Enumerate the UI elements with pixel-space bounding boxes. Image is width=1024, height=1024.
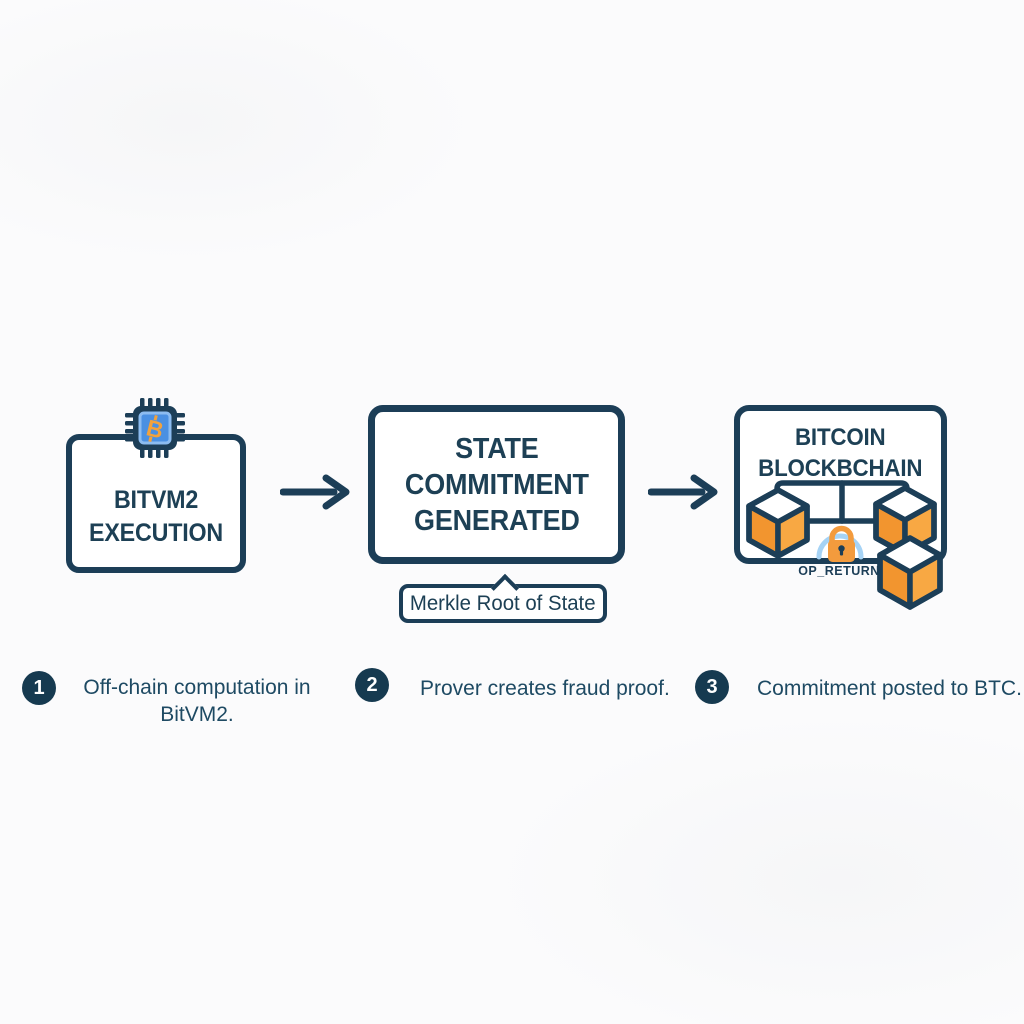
bitcoin-chip-icon: B — [123, 396, 187, 460]
svg-text:B: B — [144, 414, 166, 443]
callout-text: Merkle Root of State — [410, 591, 596, 615]
node1-title-line2: EXECUTION — [89, 518, 223, 547]
step-3-badge: 3 — [695, 670, 729, 704]
node2-title-line3: GENERATED — [413, 504, 580, 537]
step-2-text: Prover creates fraud proof. — [420, 677, 670, 700]
arrow-right-icon — [647, 474, 720, 510]
node3-title-line1: BITCOIN — [795, 424, 886, 451]
cube-icon — [877, 535, 943, 610]
step-2-badge: 2 — [355, 668, 389, 702]
node1-title-line1: BITVM2 — [113, 485, 199, 514]
node2-title-line1: STATE — [454, 432, 539, 465]
node3-title-line2: BLOCKBCHAIN — [758, 455, 923, 482]
node1-title: BITVM2 EXECUTION — [89, 484, 223, 550]
node3-title: BITCOIN BLOCKBCHAIN — [758, 422, 922, 484]
chip-die — [138, 411, 172, 445]
node2-title-line2: COMMITMENT — [404, 468, 589, 501]
step-2: 2 Prover creates fraud proof. — [355, 668, 670, 702]
bitcoin-icon: B — [144, 414, 166, 443]
arrow-right-icon — [279, 474, 352, 510]
node2-title: STATE COMMITMENT GENERATED — [405, 431, 589, 539]
step-1-text-line1: Off-chain computation in — [83, 676, 311, 699]
node-state-commitment: STATE COMMITMENT GENERATED — [368, 405, 625, 564]
step-3-text: Commitment posted to BTC. — [757, 677, 1022, 700]
blockchain-graphic: OP_RETURN — [734, 450, 966, 620]
step-1: 1 Off-chain computation in BitVM2. — [22, 671, 318, 728]
op-return-label: OP_RETURN — [798, 564, 880, 578]
step-1-text-line2: BitVM2. — [160, 703, 234, 726]
step-1-text: Off-chain computation in BitVM2. — [76, 674, 318, 728]
step-3: 3 Commitment posted to BTC. — [695, 670, 1022, 704]
step-1-badge: 1 — [22, 671, 56, 705]
cube-icon — [873, 485, 937, 557]
merkle-root-callout: Merkle Root of State — [399, 573, 607, 623]
lock-icon — [816, 525, 864, 562]
cube-icon — [746, 487, 810, 559]
